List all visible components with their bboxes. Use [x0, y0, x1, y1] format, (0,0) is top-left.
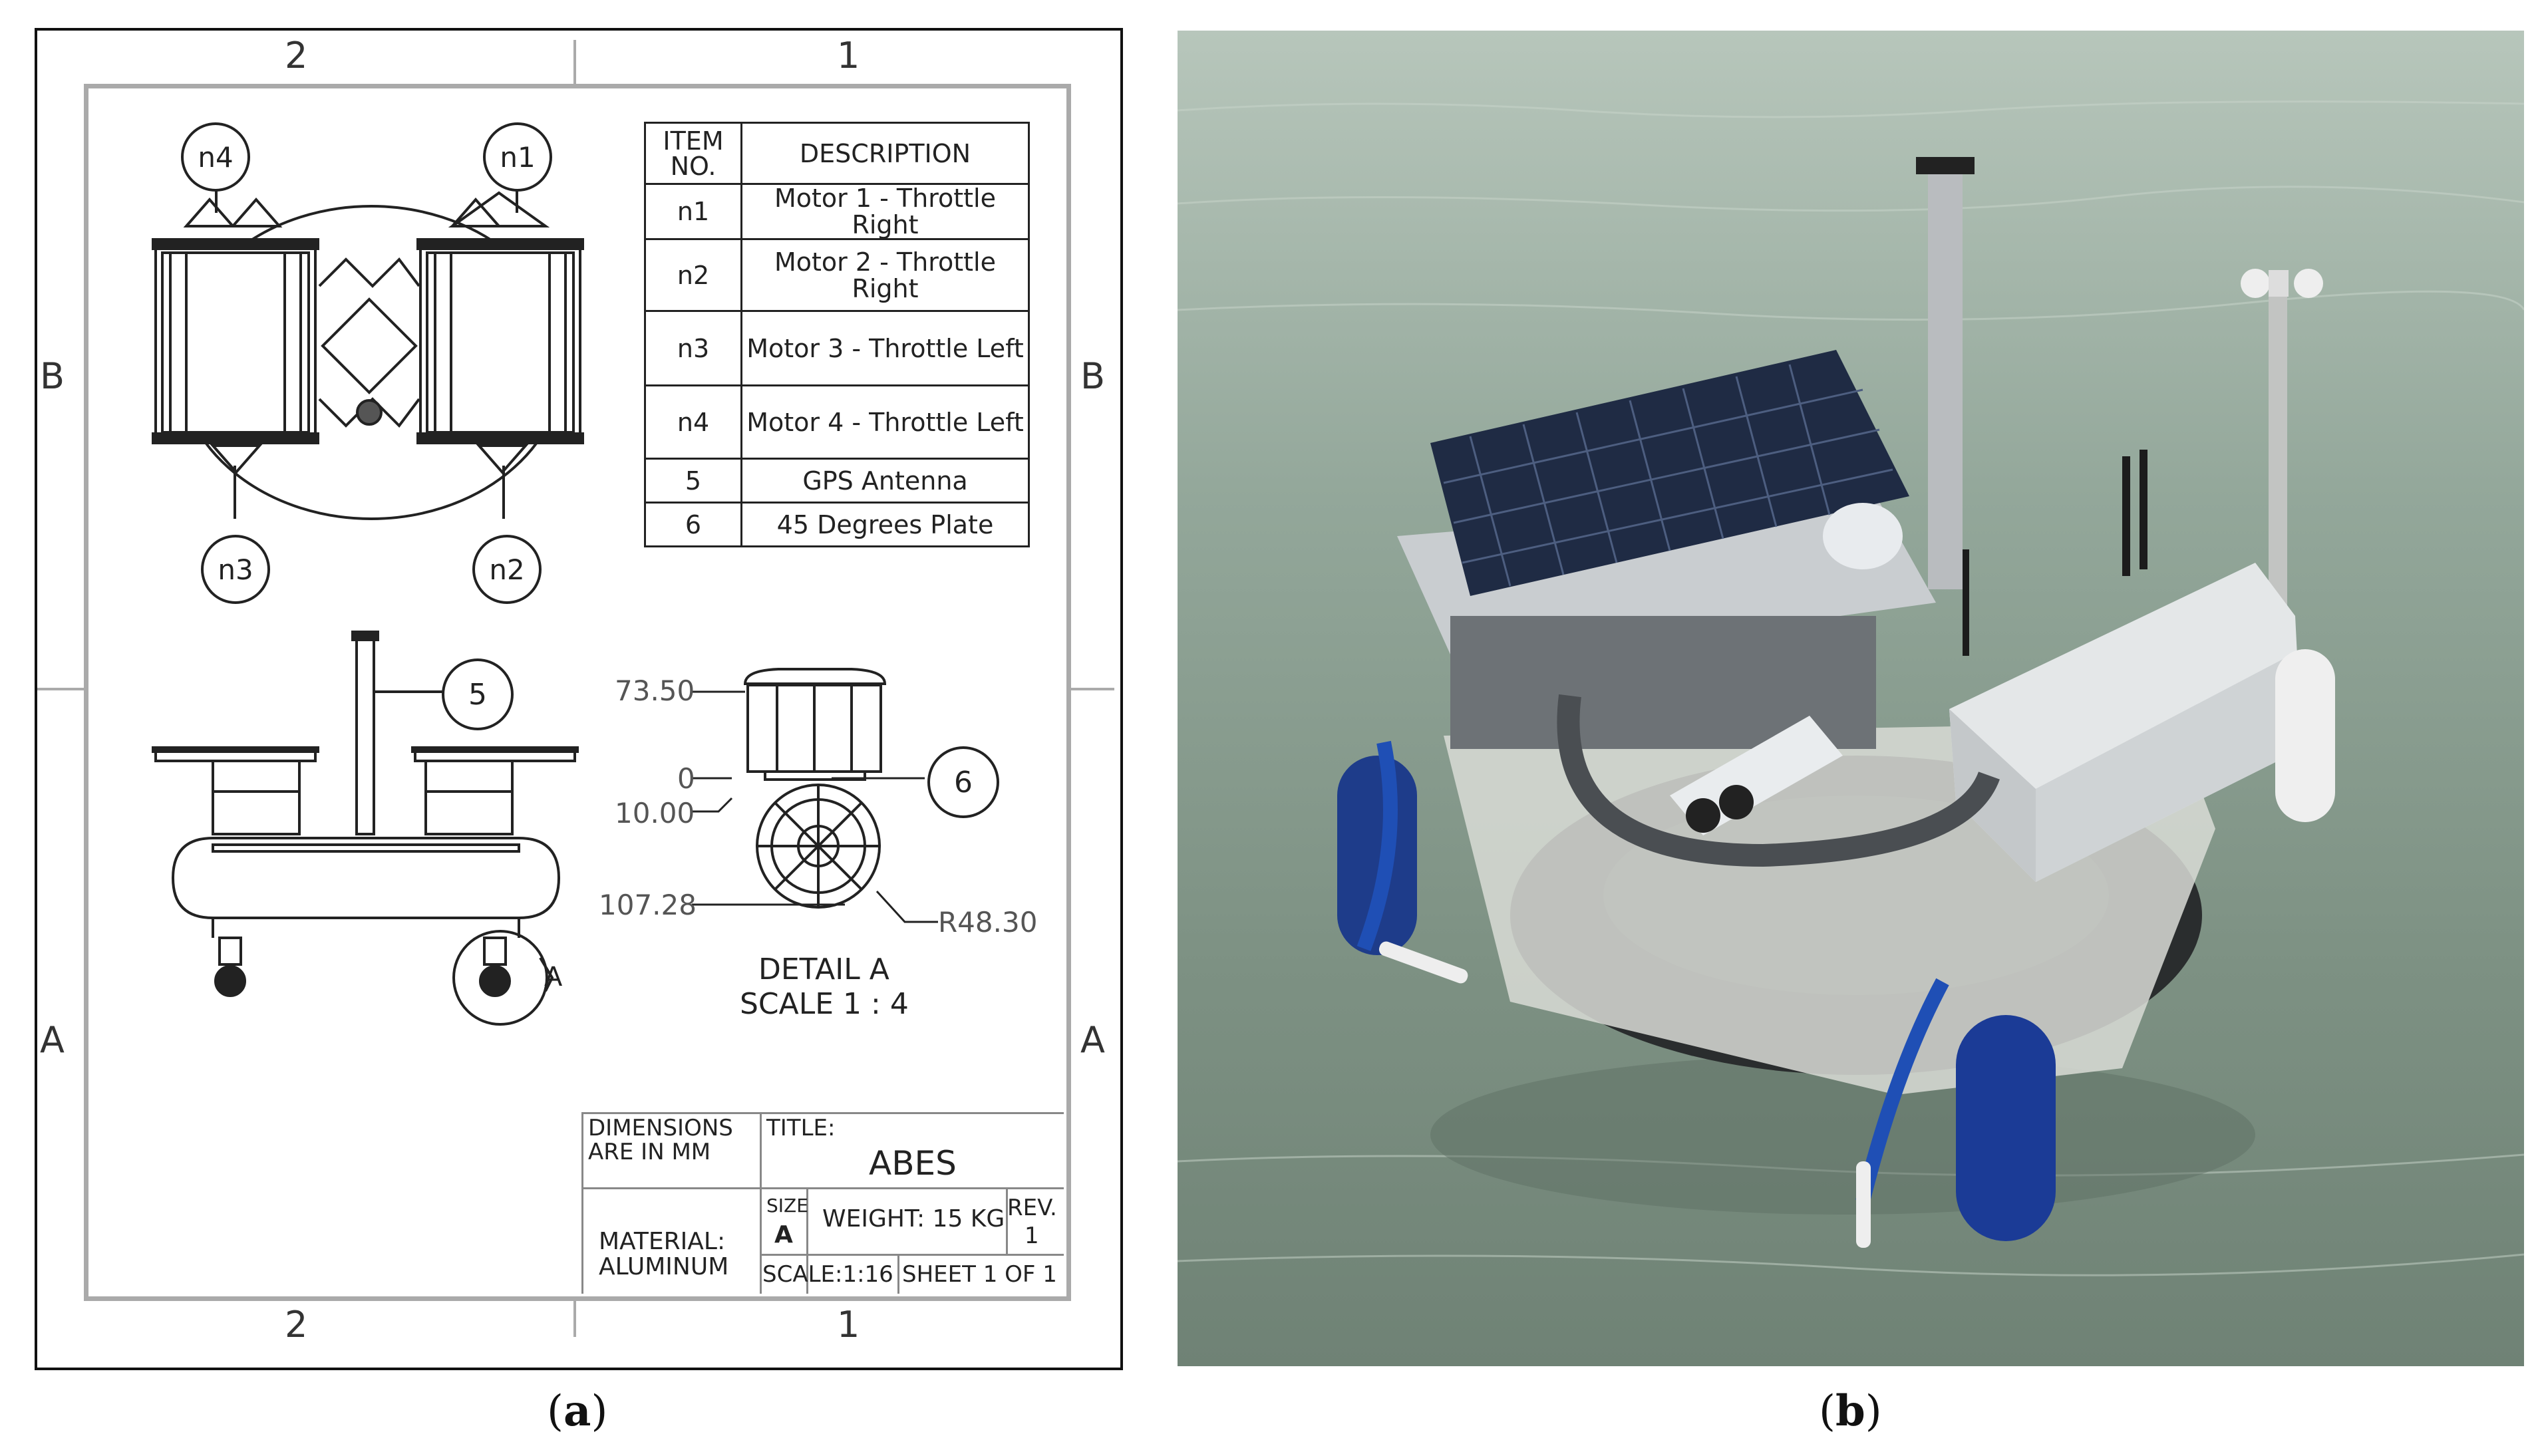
balloon-n4: n4: [181, 122, 250, 192]
balloon-n2-label: n2: [489, 553, 525, 586]
balloon-n3-label: n3: [218, 553, 253, 586]
title-block-dimensions-note: DIMENSIONS ARE IN MM: [588, 1115, 733, 1165]
title-block-sheet: SHEET 1 OF 1: [902, 1261, 1057, 1288]
bom-item: n1: [644, 183, 742, 240]
panel-b-photo: [1178, 31, 2524, 1366]
balloon-n3: n3: [201, 535, 270, 604]
title-block-material-label: MATERIAL:: [599, 1228, 726, 1255]
bom-item: n2: [644, 238, 742, 312]
caption-a-letter: a: [563, 1386, 591, 1436]
detail-scale: SCALE 1 : 4: [740, 987, 909, 1021]
title-block-size: A: [774, 1221, 793, 1248]
title-block-scale: SCALE:1:16: [762, 1261, 893, 1288]
balloon-6-label: 6: [954, 765, 973, 800]
table-row: 5 GPS Antenna: [644, 458, 1030, 504]
dimension-10-00: 10.00: [615, 797, 695, 829]
zone-tick-right: [1066, 688, 1114, 690]
balloon-n4-label: n4: [198, 140, 234, 174]
table-row: n2 Motor 2 - Throttle Right: [644, 238, 1030, 312]
dimension-radius: R48.30: [938, 906, 1038, 939]
title-block-title-label: TITLE:: [766, 1115, 836, 1141]
zone-label-right-a: A: [1080, 1019, 1105, 1061]
zone-label-left-a: A: [40, 1019, 65, 1061]
dimension-0: 0: [677, 762, 695, 795]
table-row: 6 45 Degrees Plate: [644, 502, 1030, 547]
caption-a: (a): [547, 1386, 608, 1436]
balloon-n2: n2: [472, 535, 542, 604]
dimension-107-28: 107.28: [599, 889, 697, 921]
title-block-rev: 1: [1025, 1223, 1039, 1249]
zone-tick-bottom: [573, 1297, 576, 1337]
bom-header-item: ITEM NO.: [644, 122, 742, 185]
title-block-rev-label: REV.: [1007, 1195, 1057, 1221]
balloon-5: 5: [442, 658, 514, 730]
caption-b: (b): [1819, 1386, 1882, 1436]
title-block-title: ABES: [869, 1144, 957, 1183]
bom-description: GPS Antenna: [740, 458, 1030, 504]
top-view-drawing: [152, 191, 584, 520]
detail-a-drawing: [743, 668, 887, 909]
bom-header-description: DESCRIPTION: [740, 122, 1030, 185]
zone-label-left-b: B: [40, 355, 65, 397]
title-block-size-label: SIZE: [766, 1195, 808, 1217]
bom-item: n4: [644, 384, 742, 460]
balloon-5-leader: [373, 690, 446, 693]
bom-description: 45 Degrees Plate: [740, 502, 1030, 547]
dimension-leaders: [692, 690, 938, 923]
bom-description: Motor 4 - Throttle Left: [740, 384, 1030, 460]
bom-item: n3: [644, 310, 742, 386]
detail-marker-a: A: [544, 962, 563, 992]
zone-label-top-2: 2: [285, 35, 308, 76]
bom-item: 5: [644, 458, 742, 504]
balloon-n1-label: n1: [500, 140, 536, 174]
caption-b-letter: b: [1835, 1386, 1865, 1436]
dimension-73-50: 73.50: [615, 674, 695, 707]
zone-tick-left: [37, 688, 84, 690]
side-view-drawing: [152, 631, 579, 1026]
balloon-5-label: 5: [468, 677, 487, 712]
drawing-outer-frame: [35, 28, 1123, 1370]
bom-description: Motor 1 - Throttle Right: [740, 183, 1030, 240]
table-row: n4 Motor 4 - Throttle Left: [644, 384, 1030, 460]
zone-label-bottom-1: 1: [837, 1304, 860, 1346]
table-row: n1 Motor 1 - Throttle Right: [644, 183, 1030, 240]
title-block: [581, 1112, 1064, 1294]
title-block-weight: WEIGHT: 15 KG: [822, 1205, 1005, 1233]
zone-label-top-1: 1: [837, 35, 860, 76]
zone-label-right-b: B: [1080, 355, 1106, 397]
bom-table: ITEM NO. DESCRIPTION n1 Motor 1 - Thrott…: [644, 122, 1030, 547]
bom-item: 6: [644, 502, 742, 547]
title-block-material: ALUMINUM: [599, 1253, 729, 1280]
zone-label-bottom-2: 2: [285, 1304, 308, 1346]
table-row: n3 Motor 3 - Throttle Left: [644, 310, 1030, 386]
boat-photo-illustration: [1178, 100, 2524, 1276]
zone-tick-top: [573, 40, 576, 84]
bom-description: Motor 2 - Throttle Right: [740, 238, 1030, 312]
detail-title: DETAIL A: [758, 952, 889, 986]
balloon-n1: n1: [483, 122, 552, 192]
bom-description: Motor 3 - Throttle Left: [740, 310, 1030, 386]
bom-header-row: ITEM NO. DESCRIPTION: [644, 122, 1030, 185]
balloon-6: 6: [927, 746, 999, 818]
drawing-inner-border: [84, 84, 1071, 1301]
